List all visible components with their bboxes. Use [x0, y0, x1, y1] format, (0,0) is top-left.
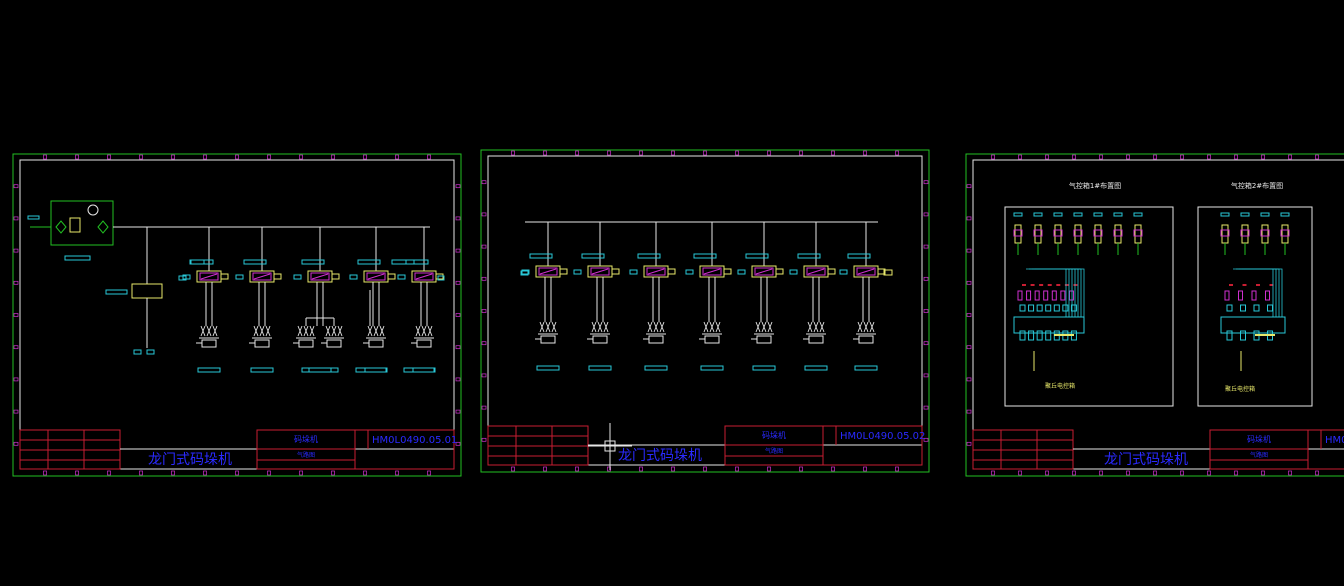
- control-box-2: [1197, 206, 1313, 407]
- valve-branches: [178, 227, 445, 373]
- sub-title: 气路图: [1250, 451, 1268, 459]
- border-ticks: [13, 154, 461, 476]
- sheet-border: [12, 153, 462, 477]
- box1-label: 聚丘电控箱: [1045, 382, 1075, 390]
- sheet-frame: [972, 159, 1344, 470]
- drawing-number: HM0L0490.05.02: [840, 431, 925, 442]
- control-box-2-layout: [1220, 212, 1290, 371]
- sheet-frame: [487, 155, 923, 466]
- box2-label: 聚丘电控箱: [1225, 385, 1255, 393]
- machine-name: 龙门式码垛机: [618, 448, 702, 464]
- border-ticks: [966, 154, 1319, 476]
- pressure-switch: [105, 227, 163, 355]
- sheet-border: [480, 149, 930, 473]
- control-box-1-layout: [1013, 212, 1143, 371]
- box2-title: 气控箱2#布置图: [1231, 181, 1283, 190]
- control-box-1: [1004, 206, 1174, 407]
- small-title: 码垛机: [294, 434, 318, 444]
- sub-title: 气路图: [765, 447, 783, 455]
- border-ticks: [481, 150, 929, 472]
- sub-title: 气路图: [297, 451, 315, 459]
- cad-cursor-crosshair: [588, 423, 632, 470]
- title-block: 龙门式码垛机 码垛机 气路图 HM0L0490.05.01: [19, 429, 457, 470]
- sheet-frame: [19, 159, 455, 470]
- sheet-border: [965, 153, 1344, 477]
- drawing-sheet-1[interactable]: 龙门式码垛机 码垛机 气路图 HM0L0490.05.01: [12, 153, 462, 477]
- machine-name: 龙门式码垛机: [1104, 452, 1188, 468]
- machine-name: 龙门式码垛机: [148, 452, 232, 468]
- drawing-number: HM0L0490.05.01: [372, 435, 457, 446]
- air-supply-frl: [27, 200, 430, 261]
- drawing-sheet-2[interactable]: 龙门式码垛机 码垛机 气路图 HM0L0490.05.02: [480, 149, 930, 473]
- title-block: 龙门式码垛机 码垛机 气路图 HM0L0490.05.02: [487, 425, 925, 466]
- valve-branches: [520, 222, 893, 371]
- small-title: 码垛机: [1247, 434, 1271, 444]
- title-block: 龙门式码垛机 码垛机 气路图 HM0: [972, 429, 1344, 470]
- drawing-sheet-3[interactable]: 龙门式码垛机 码垛机 气路图 HM0 气控箱1#布置图 气控箱2#布置图 聚丘电…: [965, 153, 1344, 477]
- box1-title: 气控箱1#布置图: [1069, 181, 1121, 190]
- drawing-number: HM0: [1325, 435, 1344, 446]
- small-title: 码垛机: [762, 430, 786, 440]
